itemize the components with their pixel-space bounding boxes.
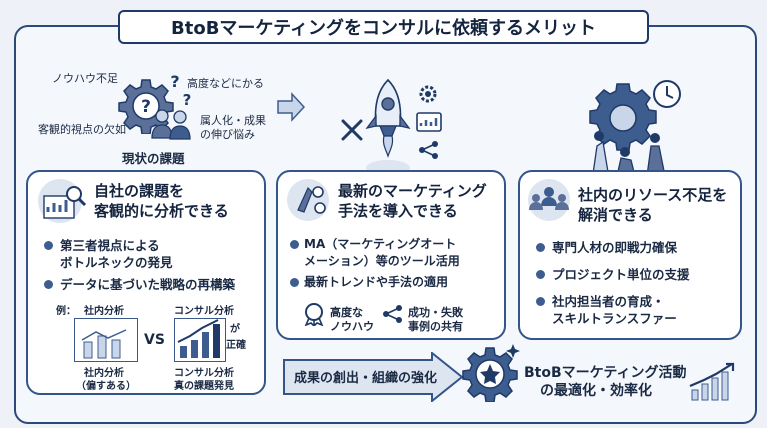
issue-personalization-1: 属人化・成果 [200,114,266,127]
card2-icon1-line1: 高度な [330,306,363,319]
issue-personalization-2: の伸び悩み [200,128,255,141]
award-badge-icon [304,303,324,326]
card3-bullet3-line1: 社内担当者の育成・ [552,294,665,309]
bullet-dot [536,297,545,306]
gear-small-icon [419,85,437,103]
left-bar-chart [81,329,127,359]
team-gears-illustration [589,80,681,177]
card1-title-line2: 客観的に分析できる [94,202,229,220]
vs-label: VS [144,332,165,348]
right-bar-chart [177,319,220,358]
card1-title-line1: 自社の課題を [94,182,185,200]
card2-icon1-line2: ノウハウ [330,320,374,333]
card2-title-line2: 手法を導入できる [338,202,458,220]
example-right-note-2: 正確 [226,340,246,351]
team-people-icon [528,179,570,221]
star-gear-icon [462,347,518,402]
dashboard-icon [416,112,442,132]
card2-bullet1-line2: メーション）等のツール活用 [304,254,460,268]
example-left-caption-1: 社内分析 [84,368,124,379]
result-line1: BtoBマーケティング活動 [524,365,687,381]
card2-title-line1: 最新のマーケティング [338,182,487,200]
bullet-dot [536,270,545,279]
issue-know-how: ノウハウ不足 [52,72,118,85]
card3-bullet3-line2: スキルトランスファー [552,311,677,326]
bottom-arrow-shape [283,352,464,402]
card3-bullet1-line1: 専門人材の即戦力確保 [552,240,678,255]
card2-icon2-line2: 事例の共有 [408,320,463,333]
card3-bullet2-line1: プロジェクト単位の支援 [552,267,690,282]
svg-text:?: ? [141,97,151,117]
example-left-caption-2: （偏すある） [76,381,136,392]
card1-bullet1-line1: 第三者視点による [60,238,160,253]
example-right-caption-1: コンサル分析 [174,368,234,379]
sparkle-icon [506,344,520,358]
card1-bullet2-line1: データに基づいた戦略の再構築 [60,277,236,292]
issue-objectivity: 客観的視点の欠如 [38,123,126,136]
bottom-arrow-text: 成果の創出・組織の強化 [294,371,438,386]
people-icon [151,109,191,140]
tools-icon [341,119,363,141]
issues-caption: 現状の課題 [122,151,185,166]
question-mark-icon: ? [170,72,179,90]
arrow-right-icon [277,92,306,122]
share-nodes-icon [383,305,402,323]
bullet-dot [290,278,299,287]
card1-bullet1-line2: ボトルネックの発見 [60,255,173,270]
example-left-title: 社内分析 [84,306,124,317]
rocket-icon [365,78,411,176]
svg-text:?: ? [170,72,179,90]
marketing-tools-icon [287,179,329,221]
example-label: 例： [56,306,76,317]
growth-chart-icon [689,362,735,401]
gear-question-icon: ? [118,79,174,134]
bullet-dot [290,240,299,249]
card3-title-line2: 解消できる [578,206,653,224]
bullet-dot [44,241,53,250]
question-mark-icon-2: ? [183,91,192,108]
card2-bullet2-line1: 最新トレンドや手法の適用 [304,275,449,289]
card2-icon2-line1: 成功・失敗 [408,306,463,319]
bullet-dot [44,280,53,289]
card2-bullet1-line1: MA（マーケティングオート [304,237,457,251]
bullet-dot [536,243,545,252]
analysis-chart-icon [38,179,87,223]
example-right-note-1: が [230,324,240,335]
example-right-title: コンサル分析 [174,306,234,317]
example-right-caption-2: 真の課題発見 [174,381,234,392]
page-title: BtoBマーケティングをコンサルに依頼するメリット [118,10,649,44]
share-icon [419,141,438,159]
result-line2: の最適化・効率化 [540,383,652,399]
card3-title-line1: 社内のリソース不足を [578,186,728,204]
issue-advanced: 高度などにかる [187,77,264,90]
svg-text:?: ? [183,91,192,108]
